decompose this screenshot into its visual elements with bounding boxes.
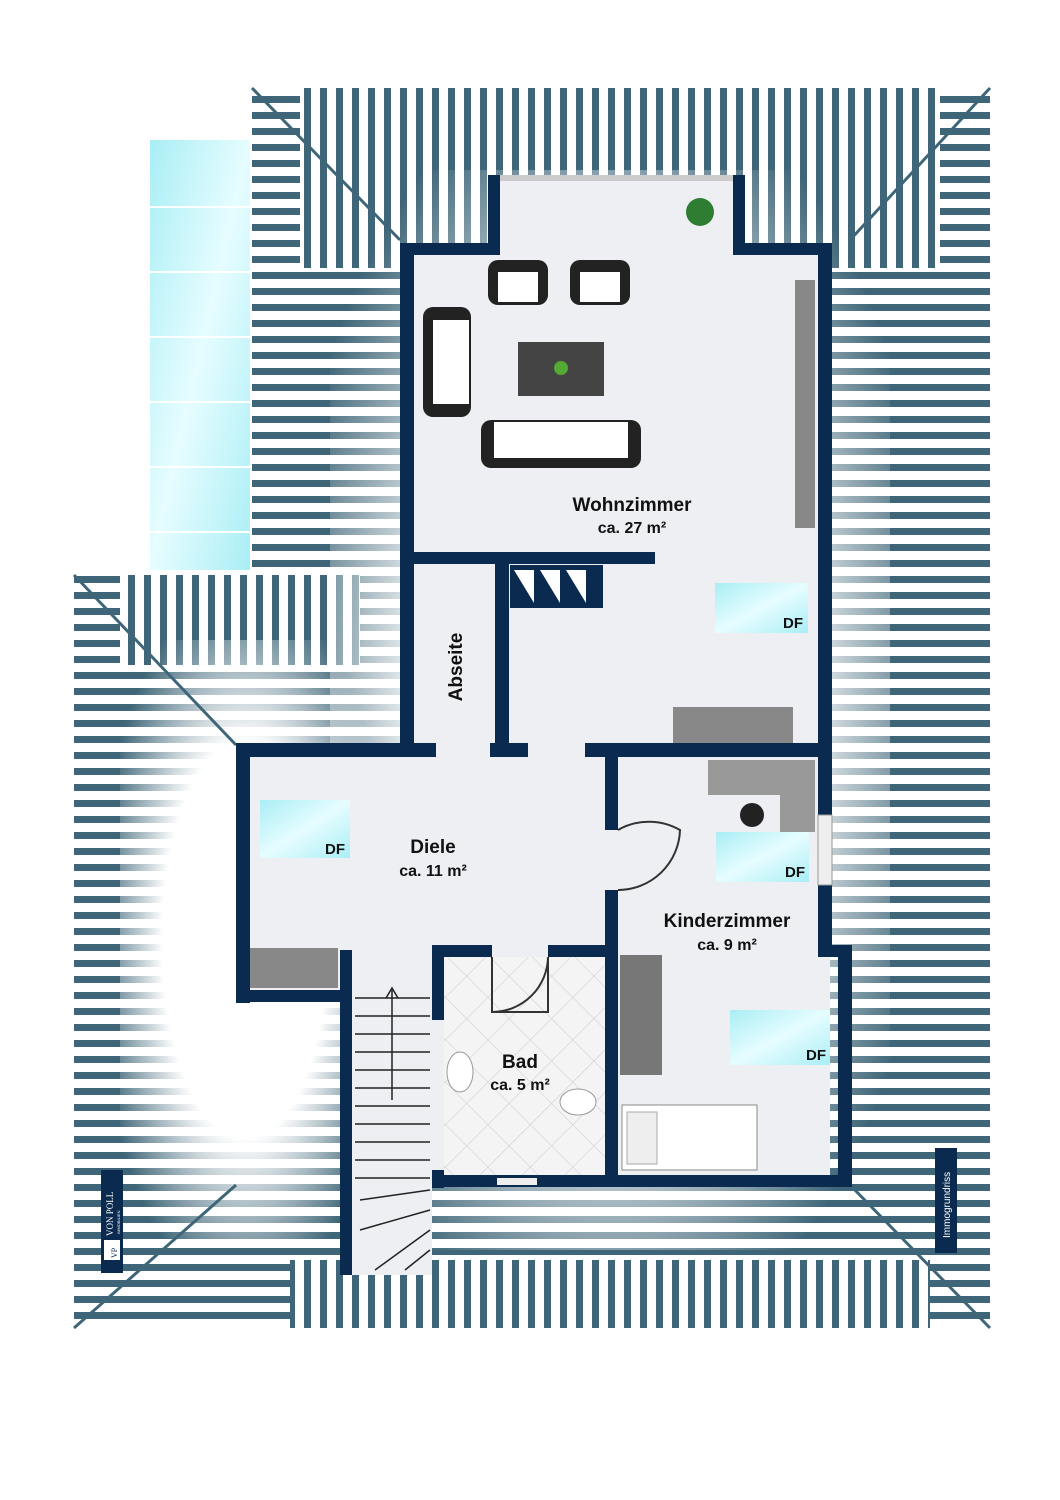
- walls: [236, 175, 852, 1275]
- room-name-kinderzimmer: Kinderzimmer: [664, 911, 791, 932]
- skylights: [260, 583, 830, 1065]
- svg-text:VP: VP: [110, 1247, 119, 1258]
- window: [497, 1178, 537, 1185]
- immogrundriss-badge: Immogrundriss: [935, 1148, 957, 1253]
- furniture: [250, 198, 815, 1171]
- glass-roof: [150, 140, 250, 570]
- room-area-wohnzimmer: ca. 27 m²: [598, 520, 666, 537]
- plant-icon: [686, 198, 714, 226]
- staircase: [355, 986, 431, 1271]
- floor: [236, 175, 830, 1275]
- svg-text:IMMOBILIEN: IMMOBILIEN: [116, 1210, 121, 1234]
- door: [491, 956, 549, 1013]
- room-area-diele: ca. 11 m²: [399, 863, 467, 880]
- room-name-wohnzimmer: Wohnzimmer: [573, 495, 693, 516]
- svg-text:VON POLL: VON POLL: [105, 1192, 115, 1236]
- skylight-label: DF: [783, 615, 803, 632]
- door: [617, 820, 682, 891]
- von-poll-logo: VP VON POLL IMMOBILIEN: [101, 1170, 123, 1273]
- room-area-kinderzimmer: ca. 9 m²: [697, 937, 757, 954]
- chimney: [510, 565, 603, 608]
- window: [817, 814, 833, 886]
- room-name-diele: Diele: [410, 837, 455, 858]
- room-name-abseite: Abseite: [446, 633, 467, 702]
- room-area-bad: ca. 5 m²: [490, 1077, 550, 1094]
- room-name-bad: Bad: [502, 1052, 538, 1073]
- svg-text:Immogrundriss: Immogrundriss: [942, 1172, 953, 1238]
- skylight-label: DF: [785, 864, 805, 881]
- skylight-label: DF: [325, 841, 345, 858]
- skylight-label: DF: [806, 1047, 826, 1064]
